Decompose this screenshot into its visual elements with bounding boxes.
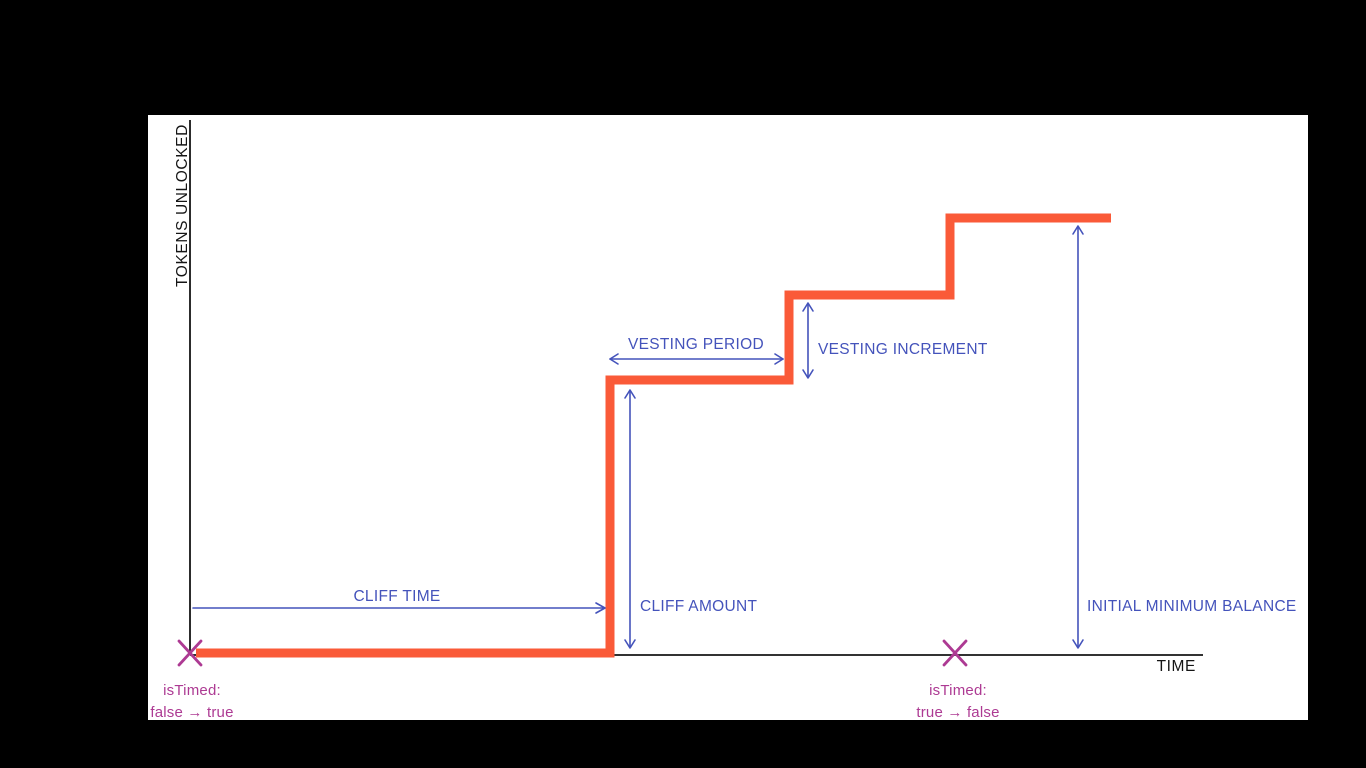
cliff-amount-label: CLIFF AMOUNT bbox=[640, 598, 758, 615]
arrow-down-icon bbox=[802, 369, 814, 379]
cliff-amount-arrow bbox=[624, 389, 636, 649]
vesting-increment-arrow bbox=[802, 302, 814, 379]
vesting-step-line bbox=[196, 213, 1111, 658]
istimed-event-2-name: isTimed: bbox=[929, 682, 987, 699]
istimed-event-2-transition: true → false bbox=[916, 704, 999, 721]
x-marker-icon bbox=[177, 639, 203, 667]
istimed-event-1-transition: false → true bbox=[150, 704, 233, 721]
istimed-event-1: isTimed: false → true bbox=[150, 639, 233, 721]
arrow-up-icon bbox=[1072, 225, 1084, 235]
arrow-right-icon bbox=[595, 602, 606, 614]
y-axis-label: TOKENS UNLOCKED bbox=[174, 124, 191, 287]
arrow-up-icon bbox=[802, 302, 814, 312]
initial-minimum-balance-arrow bbox=[1072, 225, 1084, 649]
istimed-event-1-name: isTimed: bbox=[163, 682, 221, 699]
x-marker-stroke bbox=[942, 639, 968, 667]
initial-minimum-balance-label: INITIAL MINIMUM BALANCE bbox=[1087, 598, 1297, 615]
arrow-down-icon bbox=[1072, 639, 1084, 649]
x-marker-icon bbox=[942, 639, 968, 667]
arrow-left-icon bbox=[609, 353, 619, 365]
arrow-right-icon bbox=[774, 353, 784, 365]
vesting-increment-label: VESTING INCREMENT bbox=[818, 341, 988, 358]
vesting-period-arrow bbox=[609, 353, 784, 365]
cliff-time-label: CLIFF TIME bbox=[353, 588, 440, 605]
arrow-up-icon bbox=[624, 389, 636, 399]
cliff-time-arrow bbox=[192, 602, 606, 614]
istimed-event-2: isTimed: true → false bbox=[916, 639, 999, 721]
x-axis-label: TIME bbox=[1157, 658, 1196, 675]
arrow-down-icon bbox=[624, 639, 636, 649]
x-marker-stroke bbox=[177, 639, 203, 667]
vesting-period-label: VESTING PERIOD bbox=[628, 336, 764, 353]
chart-panel bbox=[148, 115, 1308, 720]
